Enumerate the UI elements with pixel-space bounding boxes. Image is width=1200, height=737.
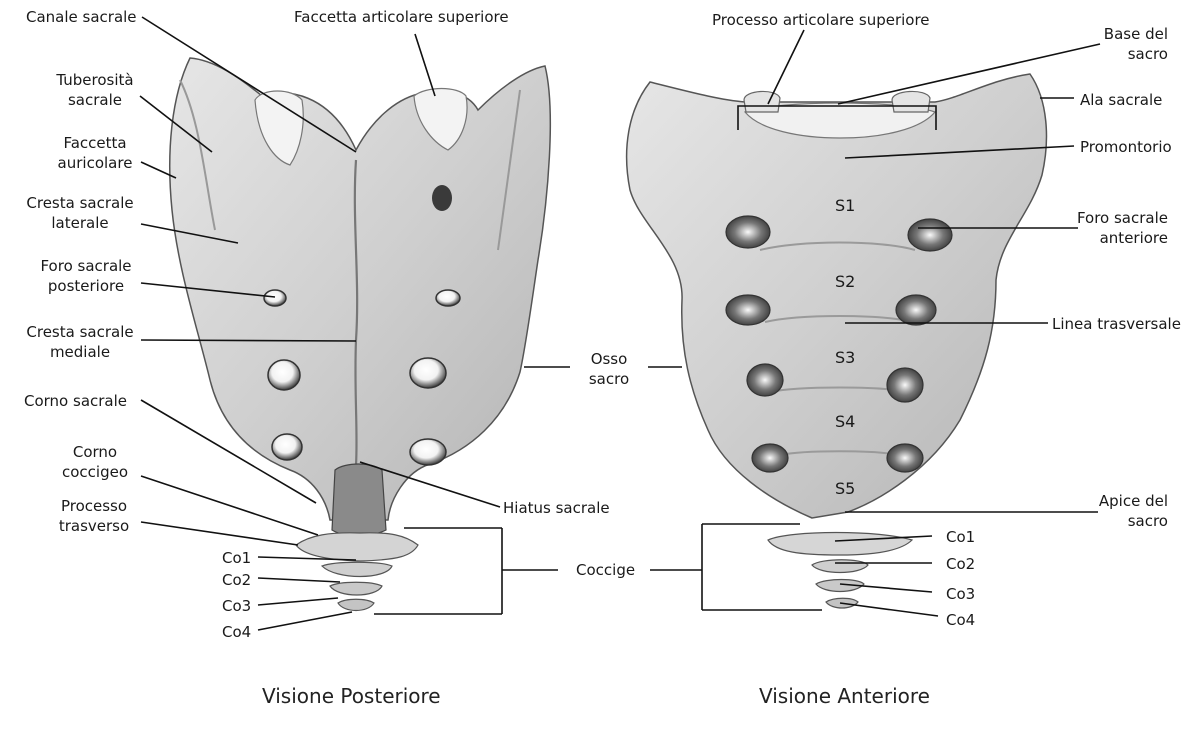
label-cresta-sacrale-mediale: Cresta sacrale mediale	[26, 323, 134, 361]
anterior-foramen-l1	[725, 215, 771, 249]
label-linea-trasversale: Linea trasversale	[1052, 315, 1181, 333]
segment-s2: S2	[835, 272, 856, 291]
label-anterior-co1: Co1	[946, 528, 976, 546]
anterior-foramen-l4	[751, 443, 789, 473]
label-foro-sacrale-posteriore: Foro sacrale posteriore	[40, 257, 132, 295]
anterior-foramen-l2	[725, 294, 771, 326]
posterior-view	[169, 57, 552, 612]
label-anterior-co4: Co4	[946, 611, 976, 629]
anterior-foramen-l3	[746, 363, 784, 397]
posterior-coccyx	[295, 532, 419, 612]
label-apice-del-sacro: Apice del sacro	[1098, 492, 1168, 530]
label-canale-sacrale: Canale sacrale	[26, 8, 137, 26]
label-posterior-co4: Co4	[222, 623, 252, 641]
segment-s5: S5	[835, 479, 856, 498]
posterior-foramen-l3	[271, 433, 303, 461]
label-anterior-co2: Co2	[946, 555, 976, 573]
median-sacral-crest-line	[353, 159, 359, 466]
posterior-foramen-r2	[409, 357, 447, 389]
anterior-sup-process-right	[891, 90, 931, 113]
label-processo-trasverso: Processo trasverso	[58, 497, 130, 535]
label-foro-sacrale-anteriore: Foro sacrale anteriore	[1076, 209, 1168, 247]
label-anterior-co3: Co3	[946, 585, 976, 603]
posterior-foramen-r3	[409, 438, 447, 466]
label-corno-coccigeo: Corno coccigeo	[61, 443, 128, 481]
label-processo-articolare-superiore: Processo articolare superiore	[712, 11, 930, 29]
anterior-sacral-base	[743, 102, 937, 139]
label-coccige: Coccige	[576, 561, 636, 579]
posterior-foramen-l2	[267, 359, 301, 391]
posterior-sacrum-shape	[169, 57, 552, 521]
anterior-foramen-r2	[895, 294, 937, 326]
caption-posterior: Visione Posteriore	[262, 684, 441, 708]
posterior-foramen-r1	[435, 289, 461, 307]
anterior-view	[625, 73, 1048, 609]
anterior-coccyx	[767, 531, 914, 609]
label-faccetta-articolare-superiore: Faccetta articolare superiore	[294, 8, 509, 26]
label-faccetta-auricolare: Faccetta auricolare	[57, 134, 133, 172]
label-cresta-sacrale-laterale: Cresta sacrale laterale	[26, 194, 134, 232]
anterior-foramen-r4	[886, 443, 924, 473]
label-posterior-co1: Co1	[222, 549, 252, 567]
anterior-foramen-r3	[886, 367, 924, 403]
leader-lines	[139, 16, 1101, 631]
segment-s1: S1	[835, 196, 856, 215]
posterior-superior-facet-left	[254, 90, 304, 166]
posterior-sacral-hiatus	[331, 463, 387, 537]
label-osso-sacro: Osso sacro	[588, 350, 630, 388]
label-tuberosita-sacrale: Tuberosità sacrale	[56, 71, 134, 109]
label-promontorio: Promontorio	[1080, 138, 1172, 156]
segment-s4: S4	[835, 412, 856, 431]
label-posterior-co3: Co3	[222, 597, 252, 615]
posterior-foramen-l1	[263, 289, 287, 307]
posterior-upper-hole-r	[432, 185, 452, 211]
label-corno-sacrale: Corno sacrale	[24, 392, 128, 410]
segment-s3: S3	[835, 348, 856, 367]
anterior-sup-process-left	[743, 90, 781, 113]
label-posterior-co2: Co2	[222, 571, 252, 589]
label-base-del-sacro: Base del sacro	[1103, 25, 1168, 63]
label-hiatus-sacrale: Hiatus sacrale	[503, 499, 610, 517]
caption-anterior: Visione Anteriore	[759, 684, 930, 708]
anterior-sacrum-shape	[625, 73, 1048, 519]
posterior-superior-facet-right	[413, 87, 468, 151]
anterior-foramen-r1	[907, 218, 953, 252]
label-ala-sacrale: Ala sacrale	[1080, 91, 1163, 109]
